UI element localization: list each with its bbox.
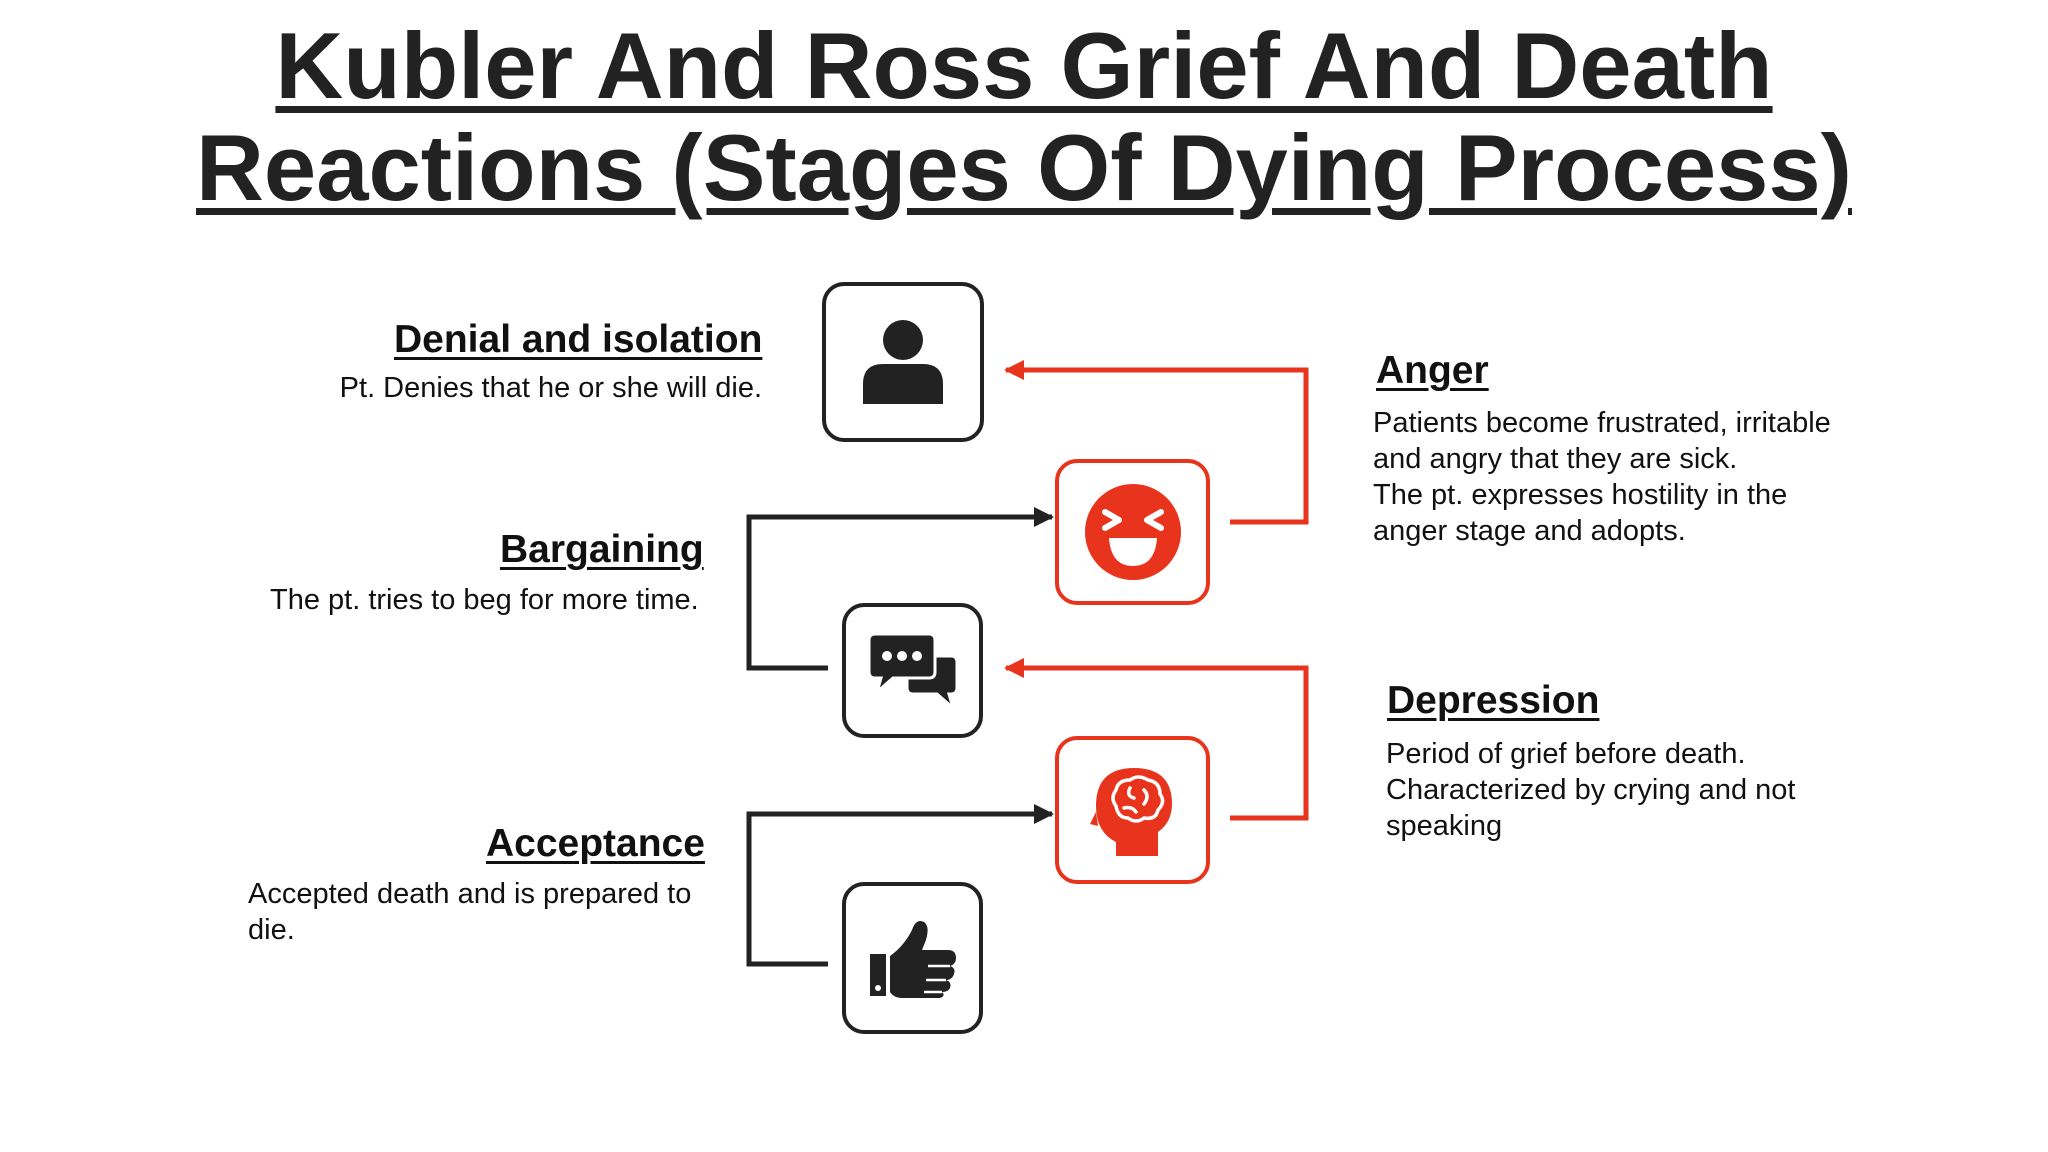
denial-description: Pt. Denies that he or she will die. [339,372,762,404]
anger-description-line: Patients become frustrated, irritable [1373,407,1831,439]
denial-heading: Denial and isolation [394,318,763,361]
depression-description: Period of grief before death. Characteri… [1386,736,1795,844]
depression-description-line: speaking [1386,810,1503,842]
depression-description-line: Characterized by crying and not [1386,774,1796,806]
arrow-depression-to-bargaining [1004,658,1309,821]
acceptance-description: Accepted death and is prepared to die. [248,876,691,948]
arrow-acceptance-to-depression [746,804,1054,967]
depression-description-line: Period of grief before death. [1386,738,1746,770]
depression-heading: Depression [1387,679,1600,722]
bargaining-icon-box [842,603,983,738]
arrow-anger-to-denial [1004,360,1309,525]
acceptance-heading: Acceptance [486,822,705,865]
depression-icon-box [1055,736,1210,884]
bargaining-description: The pt. tries to beg for more time. [270,584,699,616]
anger-icon-box [1055,459,1210,605]
person-icon [863,320,943,404]
denial-icon-box [822,282,984,442]
thumbs-up-icon [869,921,956,998]
acceptance-description-line: Accepted death and is prepared to [248,878,692,910]
anger-description-line: anger stage and adopts. [1373,515,1686,547]
anger-description-line: The pt. expresses hostility in the [1373,479,1788,511]
angry-face-icon [1084,484,1181,580]
anger-description: Patients become frustrated, irritable an… [1373,405,1831,549]
page-title-line-1: Kubler And Ross Grief And Death [275,13,1773,118]
arrow-bargaining-to-anger [746,507,1054,671]
page-title-line-2: Reactions (Stages Of Dying Process) [196,115,1852,220]
acceptance-icon-box [842,882,983,1034]
anger-description-line: and angry that they are sick. [1373,443,1738,475]
brain-head-icon [1089,768,1172,856]
bargaining-heading: Bargaining [500,528,704,571]
acceptance-description-line: die. [248,914,295,946]
chat-bubbles-icon [867,632,958,712]
anger-heading: Anger [1376,349,1489,392]
